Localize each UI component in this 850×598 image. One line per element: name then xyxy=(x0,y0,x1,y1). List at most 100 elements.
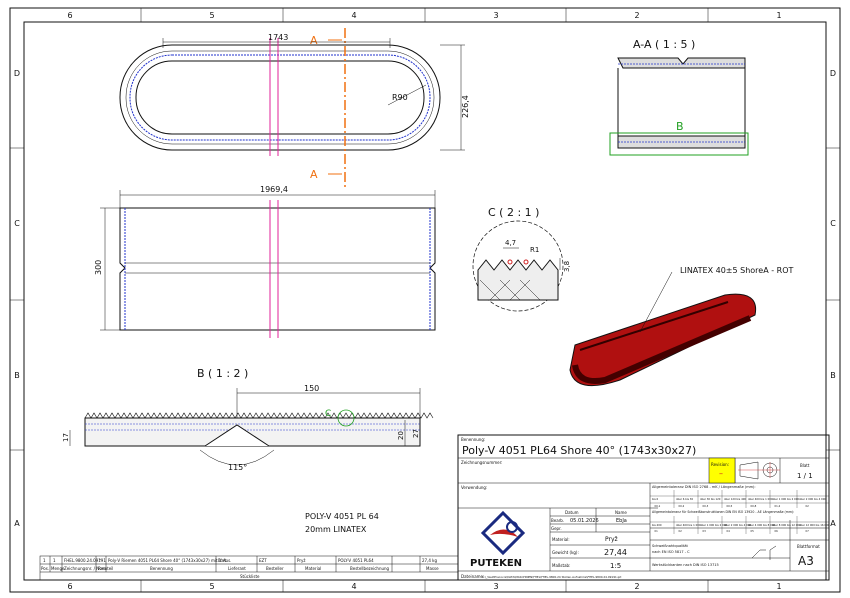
detail-b-view: B ( 1 : 2 ) 115° 150 17 20 27 C xyxy=(62,367,434,472)
label-text: * xyxy=(99,558,101,563)
label-text: Bearb. xyxy=(551,518,564,523)
label-text: Blattformat xyxy=(797,544,820,549)
label-text: POLY-V 4051 PL64 xyxy=(338,558,374,563)
detail-b-title: B ( 1 : 2 ) xyxy=(197,367,248,380)
label-text: ±0,1 xyxy=(654,504,661,508)
label-text: ±0,5 xyxy=(726,504,733,508)
scale-value: 1:5 xyxy=(610,562,621,570)
label-text: Dateiname: xyxy=(461,574,484,579)
dim-20: 20 xyxy=(397,431,405,440)
col-label: 5 xyxy=(209,11,214,20)
label-text: über 8 000 bis 12 000 xyxy=(772,523,801,527)
top-view: A A 1743 226,4 R90 xyxy=(119,28,470,188)
parts-list: 1 1 FHEL.9800.24.09191* Poly-V Riemen 405… xyxy=(39,555,459,581)
col-label: 5 xyxy=(209,582,214,591)
label-text: Name xyxy=(615,510,627,515)
label-text: ±1 xyxy=(654,529,658,533)
projection-symbol-icon xyxy=(738,461,780,480)
label-text: Menge xyxy=(51,566,65,571)
label-text: Gepr. xyxy=(551,526,562,531)
label-text: FHEL.9800.24.09191 xyxy=(64,558,106,563)
material-value: Pryž xyxy=(605,536,618,543)
dim-angle: 115° xyxy=(228,463,247,472)
label-text: über 400 bis 1 000 xyxy=(748,497,773,501)
col-label: 3 xyxy=(493,582,498,591)
weight-value: 27,44 xyxy=(604,548,627,557)
isometric-view: LINATEX 40±5 ShoreA - ROT xyxy=(569,266,794,387)
dim-150: 150 xyxy=(304,384,319,393)
label-text: Datum xyxy=(565,510,579,515)
label-text: ±0,3 xyxy=(702,504,709,508)
sheet-number: 1 / 1 xyxy=(797,472,813,480)
col-label: 1 xyxy=(776,582,781,591)
label-text: bis 400 xyxy=(652,523,662,527)
label-text: Masse xyxy=(426,566,439,571)
label-text: Besteller xyxy=(266,566,284,571)
dim-27: 27 xyxy=(412,429,420,438)
label-text: Zeichnungsnummer: xyxy=(461,460,503,465)
dim-height: 300 xyxy=(94,260,103,275)
label-text: über 6 bis 30 xyxy=(676,497,693,501)
row-label: B xyxy=(14,371,20,380)
detail-b-label: B xyxy=(676,120,684,133)
label-text: ±5 xyxy=(750,529,754,533)
label-text: ±1,2 xyxy=(774,504,781,508)
label-text: ±0,2 xyxy=(678,504,685,508)
date-value: 05.01.2026 xyxy=(570,518,599,524)
col-label: 4 xyxy=(351,11,356,20)
row-label: D xyxy=(830,69,836,78)
section-aa-title: A-A ( 1 : 5 ) xyxy=(633,38,695,51)
company-logo xyxy=(480,510,526,556)
label-text: Blatt xyxy=(800,463,810,468)
label-text: Stückliste xyxy=(240,574,260,579)
label-text: über 4 000 bis 8 000 xyxy=(748,523,775,527)
row-label: C xyxy=(830,219,836,228)
label-text: Dart xyxy=(218,558,227,563)
row-label: B xyxy=(830,371,836,380)
label-text: Benennung xyxy=(150,566,173,571)
dim-height: 226,4 xyxy=(461,95,470,118)
row-label: C xyxy=(14,219,20,228)
revision-value: – xyxy=(719,469,723,478)
dim-radius: R90 xyxy=(392,93,408,102)
label-text: Material xyxy=(305,566,321,571)
label-text: 1 xyxy=(53,558,56,563)
label-text: über 1 000 bis 2 000 xyxy=(772,497,799,501)
label-text: über 2 000 bis 4 000 xyxy=(799,497,826,501)
detail-c-label: C xyxy=(325,409,331,419)
material-note: LINATEX 40±5 ShoreA - ROT xyxy=(680,266,794,275)
row-label: A xyxy=(14,519,20,528)
label-text: 1 xyxy=(43,558,46,563)
label-text: Zeichnungsnr. / Normteil xyxy=(64,566,113,571)
row-label: A xyxy=(830,519,836,528)
sheet-format: A3 xyxy=(798,554,814,568)
frame-column-labels: 6 5 4 3 2 1 6 5 4 3 2 1 D C B A D C B A xyxy=(14,11,836,591)
col-label: 2 xyxy=(634,11,639,20)
label-text: Benennung: xyxy=(461,437,485,442)
label-text: Pos. xyxy=(41,566,49,571)
label-text: Maßstab: xyxy=(552,563,570,568)
label-text: über 120 bis 400 xyxy=(724,497,746,501)
section-label-a: A xyxy=(310,168,318,181)
col-label: 1 xyxy=(776,11,781,20)
label-text: Werkstückkanten nach DIN ISO 13715 xyxy=(652,563,719,567)
label-text: über 400 bis 1 000 xyxy=(676,523,701,527)
section-aa-view: A-A ( 1 : 5 ) B xyxy=(609,38,749,156)
label-text: Pryž xyxy=(297,558,305,563)
label-text: Verwendung: xyxy=(461,485,487,490)
col-label: 6 xyxy=(67,11,72,20)
label-text: über 1 000 bis 2 000 xyxy=(700,523,727,527)
detail-c-view: C ( 2 : 1 ) 4,7 R1 3,8 xyxy=(472,206,571,312)
label-text: bis 6 xyxy=(652,497,659,501)
front-view: 1969,4 300 xyxy=(94,185,436,338)
label-text: Gewicht (kg): xyxy=(552,550,579,555)
edge-symbol-icon xyxy=(751,545,777,560)
label-text: über 2 000 bis 4 000 xyxy=(724,523,751,527)
label-text: Lieferant xyxy=(228,566,246,571)
label-text: Schweißnahtqualität xyxy=(652,544,689,548)
label-text: Poly-V Riemen 4051 PL64 Shore 40° (1743x… xyxy=(108,558,231,563)
dim-length: 1743 xyxy=(268,33,288,42)
note-line: POLY-V 4051 PL 64 xyxy=(305,512,379,521)
col-label: 6 xyxy=(67,582,72,591)
